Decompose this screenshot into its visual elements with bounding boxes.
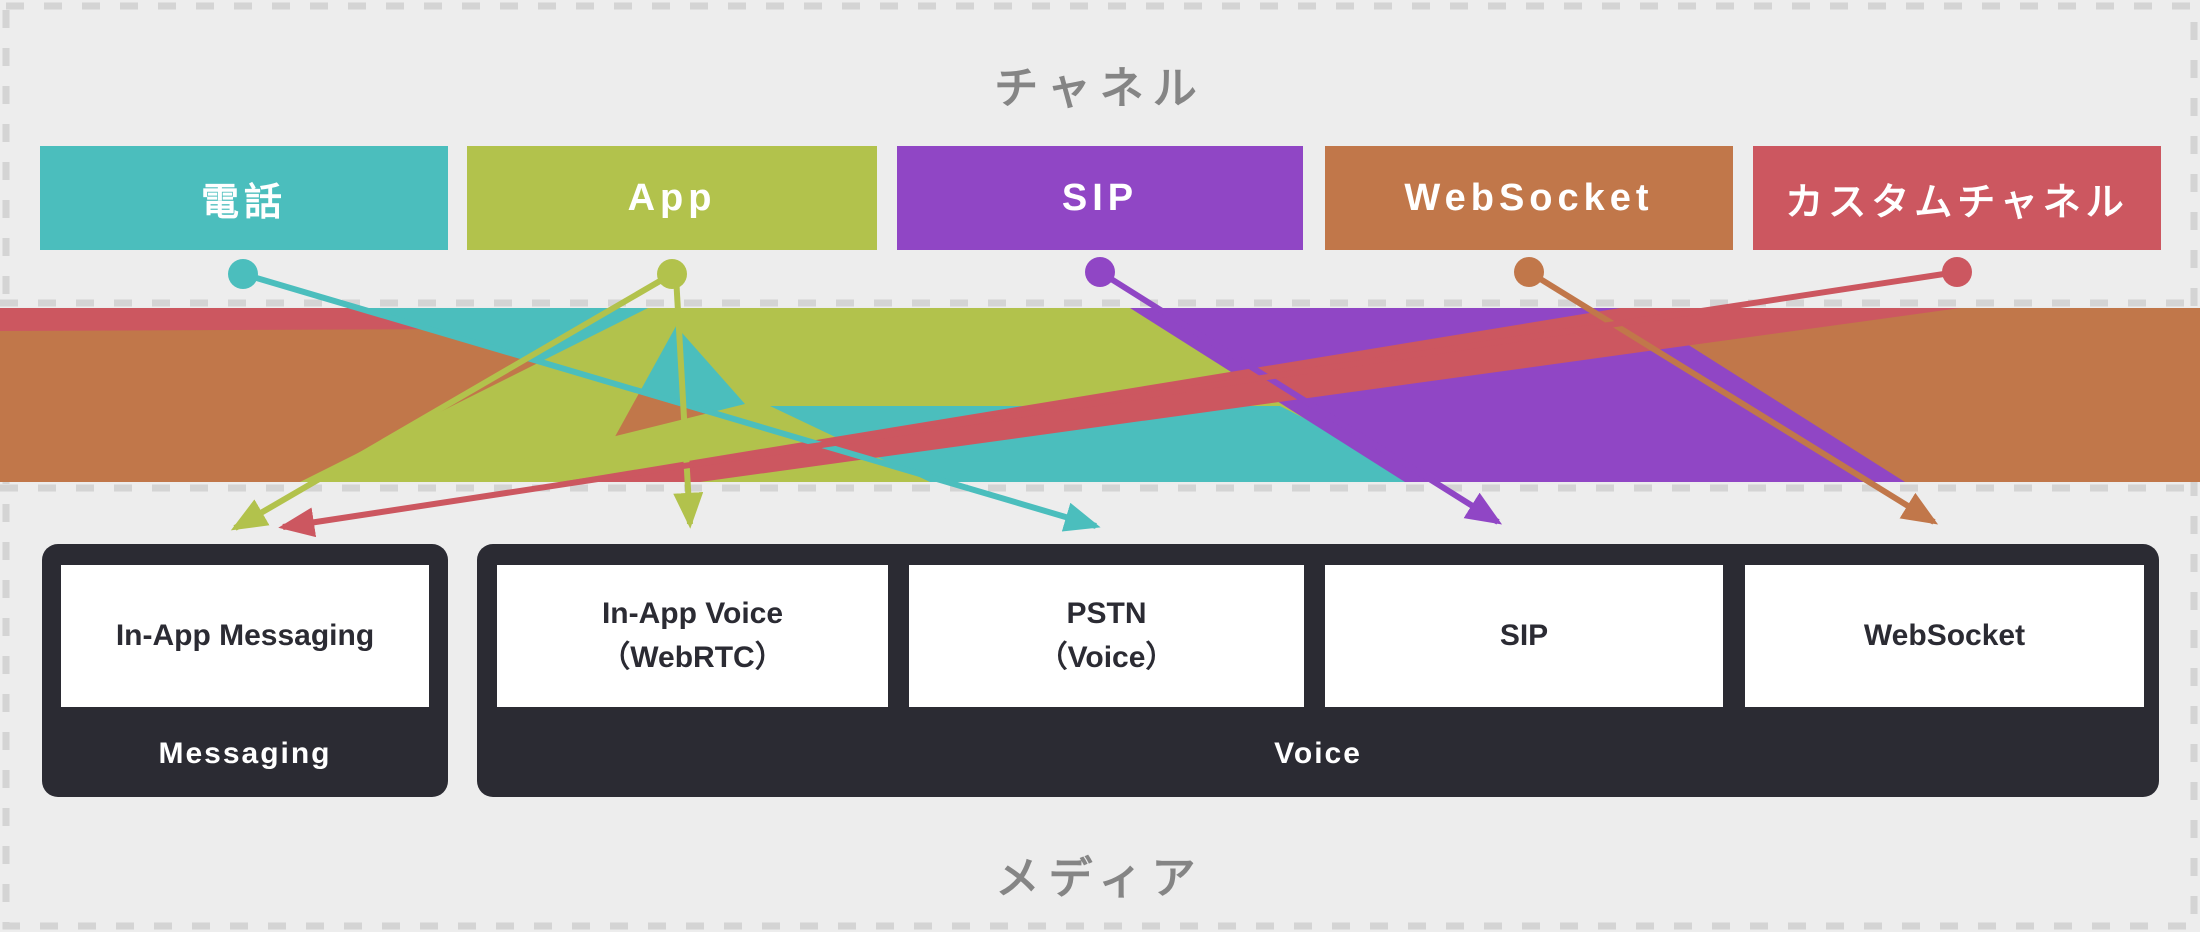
flow-line-websocket-to-websocket — [1527, 269, 1939, 525]
ribbon-purple-beam — [1130, 308, 1905, 482]
flow-line-custom-to-inapp-messaging — [278, 269, 1958, 538]
flow-ribbon-band — [0, 308, 2200, 482]
flow-line-sip-to-sip — [1098, 269, 1503, 525]
ribbon-red-left-stripe — [0, 308, 470, 331]
channel-dot-app — [657, 259, 687, 289]
channel-dot-sip — [1085, 257, 1115, 287]
channel-dot-websocket — [1514, 257, 1544, 287]
ribbon-red-beam — [560, 308, 1960, 482]
ribbon-orange-right — [1580, 308, 2200, 482]
channel-dot-phone — [228, 259, 258, 289]
ribbon-green-fan-left — [300, 308, 686, 482]
flow-line-app-to-inapp-voice — [673, 275, 704, 529]
flow-line-app-to-inapp-messaging — [230, 271, 674, 531]
channel-dot-custom — [1942, 257, 1972, 287]
flow-line-phone-to-pstn — [242, 271, 1101, 532]
